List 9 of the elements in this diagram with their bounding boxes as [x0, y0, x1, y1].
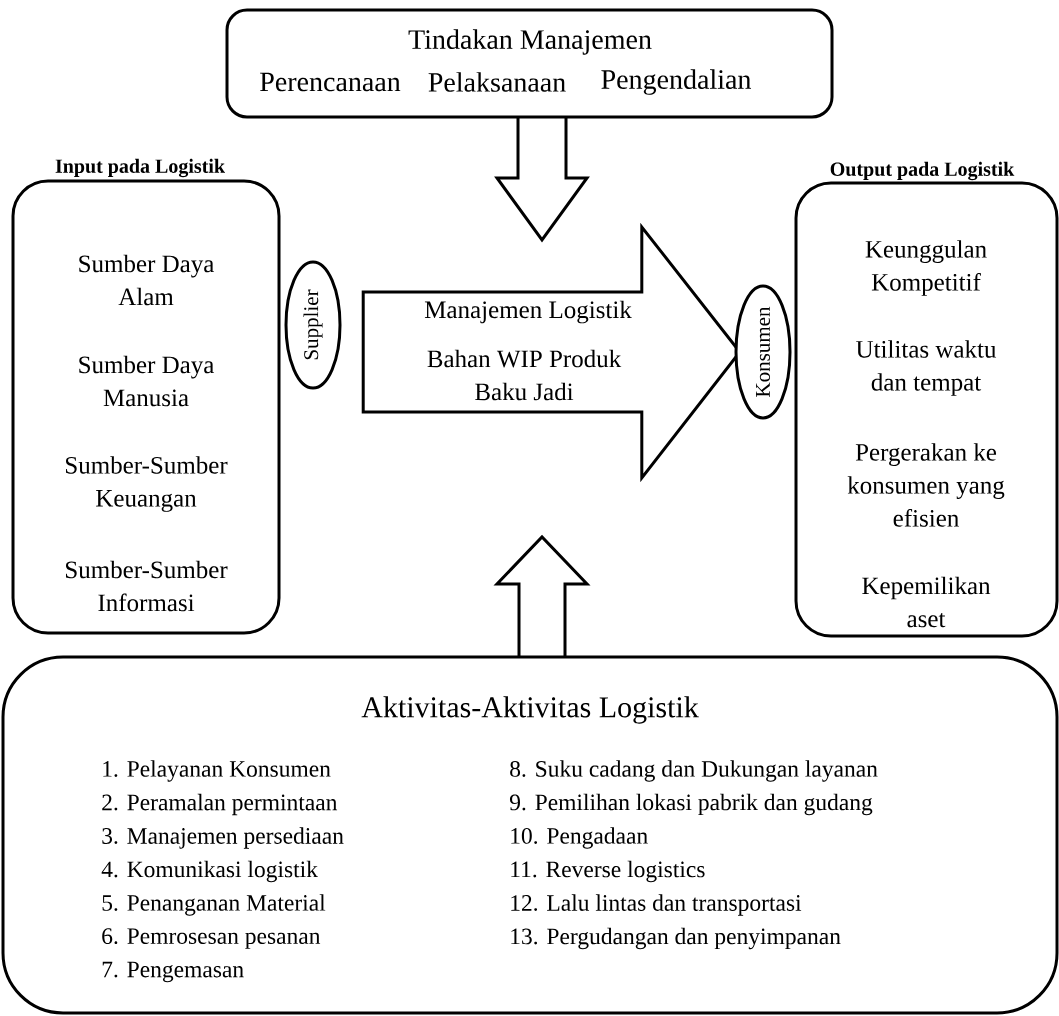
block-arrow — [494, 115, 590, 243]
output-box: Output pada Logistik Keunggulan Kompetitif Utilitas waktu dan tempat Pergerakan ke konsumen yang efisien Kepemilikan aset — [794, 161, 1059, 638]
edge-label: Manajemen Logistik — [424, 300, 632, 324]
node-label: Input pada Logistik — [55, 158, 225, 178]
management-box: Tindakan Manajemen Perencanaan Pelaksanaan Pengendalian — [225, 8, 834, 119]
arrow-text: Bahan WIP Produk Baku Jadi — [427, 349, 622, 401]
activity-box: Aktivitas-Aktivitas Logistik 1. Pelayanan Konsumen 2. Peramalan permintaan 3. Manajemen persediaan 4. Komunikasi logistik 5. Penanganan Material 6. Pemrosesan pesanan 7. Pengemasan 8. Suku cadang dan Dukungan layanan 9. Pemilihan lokasi pabrik dan gudang 10. Pengadaan 11. Reverse logistics 12. Lalu lintas dan transportasi 13. Pergudangan dan penyimpanan — [1, 655, 1059, 1015]
input-box: Input pada Logistik Sumber Daya Alam Sumber Daya Manusia Sumber-Sumber Keuangan Sumber-Sumber Informasi — [11, 158, 281, 635]
node-label: Output pada Logistik — [830, 161, 1015, 181]
